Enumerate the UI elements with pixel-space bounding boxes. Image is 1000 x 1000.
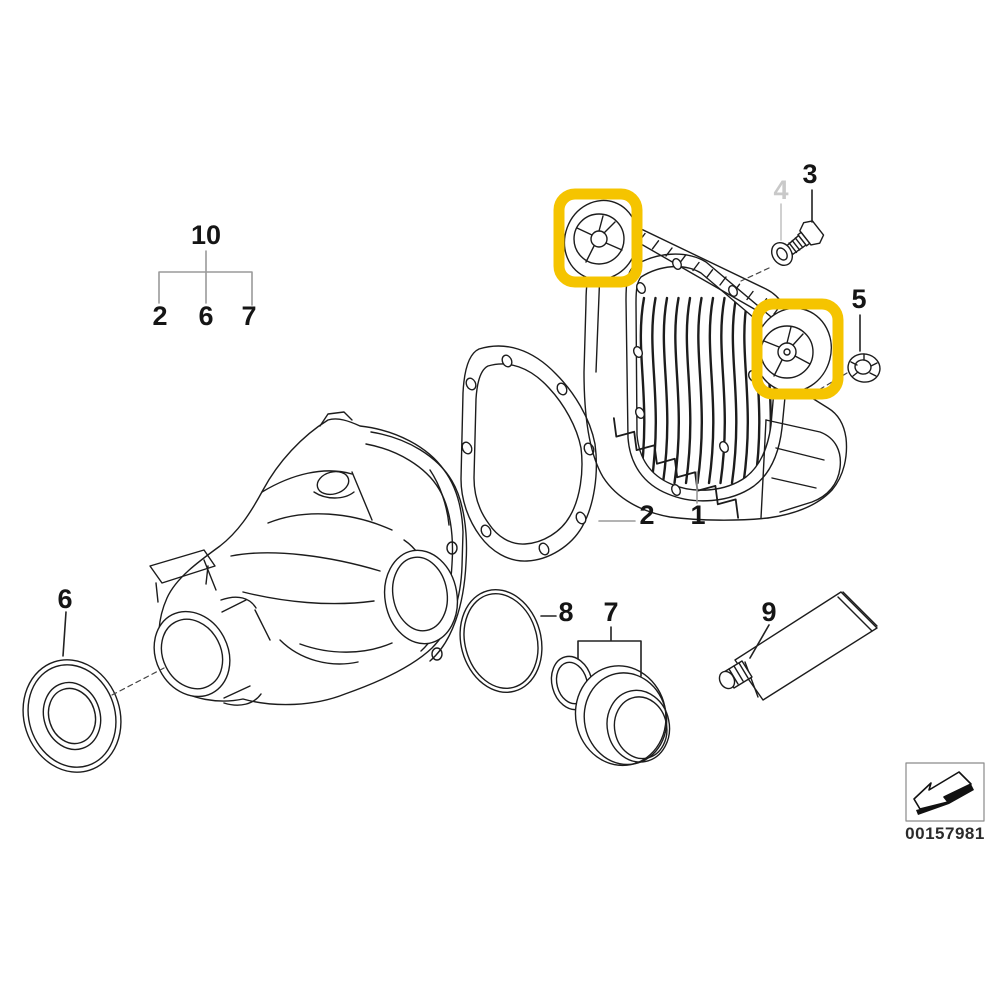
o-ring-8-drawing [459,589,543,693]
sealant-tube-drawing [718,591,878,701]
callout-group-child-2: 2 [152,301,168,331]
callout-group-child-7: 7 [241,301,257,331]
callout-leader-lines [62,189,861,677]
plug-drawing [847,353,881,383]
callout-7: 7 [603,597,619,627]
callout-2: 2 [639,500,655,530]
differential-housing-drawing [149,411,468,706]
callout-5: 5 [851,284,867,314]
callout-1: 1 [690,500,706,530]
shaft-seal-6-drawing [22,659,122,773]
callout-group-10: 10 [190,220,222,250]
callout-4: 4 [773,175,789,205]
callout-3: 3 [802,159,818,189]
part-number: 00157981 [905,824,985,843]
callout-8: 8 [558,597,574,627]
output-seal-7-drawing [574,665,671,767]
highlight-box-right-bushing [751,298,844,400]
gasket-drawing [460,345,598,562]
callout-9: 9 [761,597,777,627]
washer-drawing [770,241,794,267]
highlight-box-left-bushing [553,188,643,288]
footer-box [905,762,985,822]
callout-6: 6 [57,584,73,614]
arrow-down-left-3d-icon [913,771,974,815]
callout-group-child-6: 6 [198,301,214,331]
